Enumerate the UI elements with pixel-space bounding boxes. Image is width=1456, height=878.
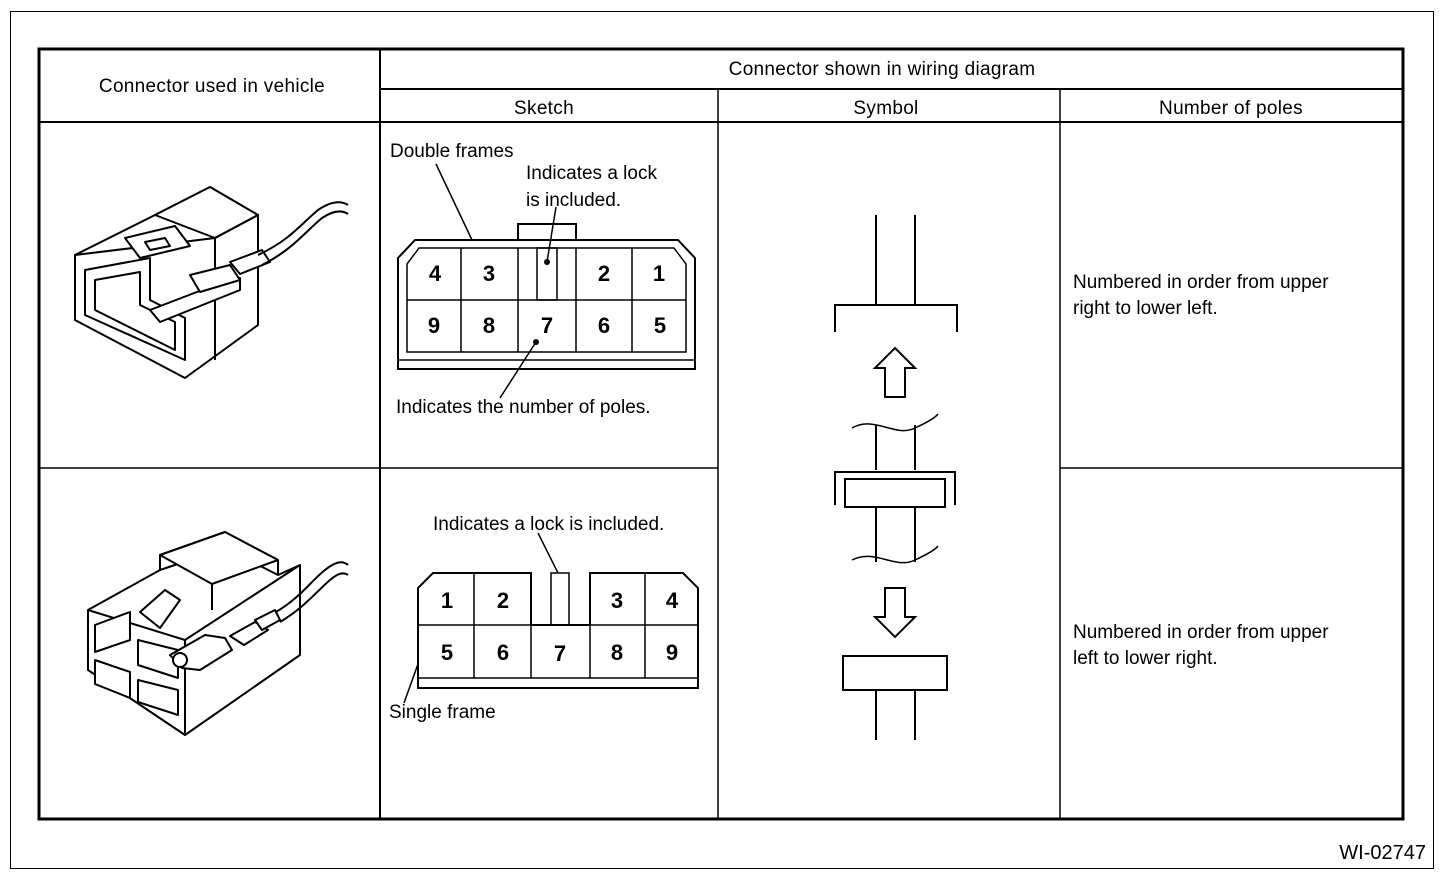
pin-label: 4 [429,261,442,286]
pin-label: 1 [441,588,453,613]
connector-drawing-female [74,186,349,379]
pin-label: 8 [483,313,495,338]
pin-label: 8 [611,640,623,665]
row1-description-line1: Numbered in order from upper [1073,272,1329,293]
connector-symbol [834,215,958,740]
arrow-down-icon [872,587,918,639]
pin-label: 4 [666,588,679,613]
pin-label: 3 [611,588,623,613]
connector-drawing-male [87,531,349,736]
pin-label: 9 [666,640,678,665]
header-sketch: Sketch [514,98,574,119]
label-lock-included: Indicates a lock is included. [433,514,664,535]
row1-description-line2: right to lower left. [1073,298,1218,319]
header-poles: Number of poles [1159,98,1303,119]
header-vehicle: Connector used in vehicle [99,76,325,97]
label-double-frames: Double frames [390,141,514,162]
pin-label: 1 [653,261,665,286]
pin-label: 5 [441,640,453,665]
pin-label: 2 [497,588,509,613]
table-grid [37,47,1405,821]
figure-frame [10,11,1434,869]
row2-description-line1: Numbered in order from upper [1073,622,1329,643]
label-single-frame: Single frame [389,702,496,723]
pin-label: 7 [554,641,566,666]
figure-code: WI-02747 [1339,842,1426,864]
pin-label: 5 [654,313,666,338]
pin-label: 6 [497,640,509,665]
pin-label: 2 [598,261,610,286]
pin-label: 9 [428,313,440,338]
pin-label: 6 [598,313,610,338]
pin-label: 3 [483,261,495,286]
header-symbol: Symbol [853,98,918,119]
label-lock-line1: Indicates a lock [526,163,657,184]
sketch-double-frame [397,163,696,399]
row2-description-line2: left to lower right. [1073,648,1218,669]
pin-label: 7 [541,313,553,338]
label-lock-line2: is included. [526,190,621,211]
sketch-single-frame [403,532,699,704]
header-wiring: Connector shown in wiring diagram [729,59,1036,80]
arrow-up-icon [872,346,918,398]
label-number-of-poles: Indicates the number of poles. [396,397,651,418]
